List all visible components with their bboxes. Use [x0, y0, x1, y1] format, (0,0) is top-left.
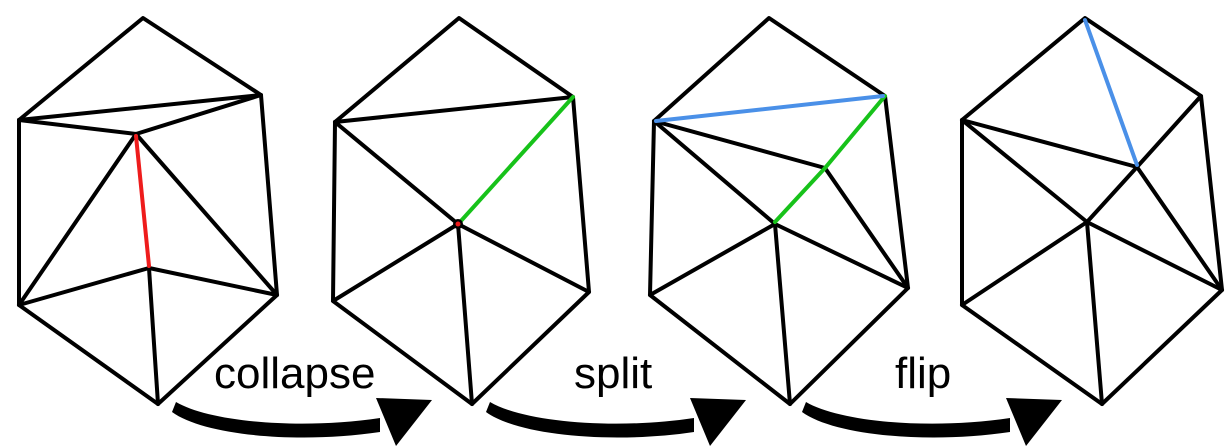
mesh-4-edge: [1135, 165, 1224, 292]
collapse-arrow-shaft: [172, 402, 380, 438]
mesh-3-edge: [652, 119, 827, 170]
mesh-3-boundary: [648, 16, 910, 406]
mesh-3-edge: [823, 166, 910, 290]
flip-arrow-head: [1006, 398, 1062, 446]
mesh-4-edge: [960, 118, 1139, 169]
mesh-2-boundary: [331, 16, 591, 406]
mesh-after-flip: [960, 16, 1224, 406]
mesh-3-edge: [773, 222, 792, 406]
flipped-edge-highlight: [1083, 18, 1139, 167]
mesh-2-edge: [331, 222, 460, 303]
mesh-1-edge: [147, 266, 279, 297]
mesh-1-edge: [134, 132, 279, 297]
mesh-4-edge: [1085, 165, 1139, 224]
mesh-2-edge: [333, 120, 460, 226]
mesh-1-edge: [17, 266, 151, 307]
mesh-3-edge: [773, 222, 910, 290]
mesh-after-split: [648, 16, 910, 406]
mesh-1-edge: [17, 93, 263, 122]
mesh-4-edge: [960, 118, 1089, 224]
mesh-before-collapse: [17, 16, 279, 406]
split-edge-upper-half: [823, 94, 887, 170]
mesh-4-edge: [1085, 220, 1104, 406]
mesh-4-edge: [960, 220, 1089, 307]
mesh-4-edge: [1085, 220, 1224, 292]
split-arrow-shaft: [486, 402, 694, 438]
collapse-edge-highlight: [134, 134, 151, 268]
mesh-1-edge: [17, 132, 138, 307]
mesh-2-edge: [333, 95, 575, 124]
collapse-arrow-head: [376, 398, 432, 446]
mesh-3-edge: [648, 222, 777, 297]
mesh-1-edge: [17, 118, 138, 136]
flip-edge-highlight: [654, 94, 885, 123]
flip-arrow-shaft: [802, 402, 1010, 438]
mesh-4-boundary: [960, 16, 1224, 406]
split-arrow-head: [690, 398, 746, 446]
mesh-1-edge: [134, 93, 263, 136]
collapse-arrow: [172, 398, 432, 446]
mesh-1-edge: [147, 266, 160, 406]
mesh-2-edge: [456, 222, 591, 294]
mesh-3-edge: [652, 119, 777, 226]
mesh-2-edge: [456, 222, 474, 406]
split-edge-lower-half: [773, 166, 827, 224]
collapsed-vertex-dot: [455, 221, 461, 227]
collapse-label: collapse: [214, 349, 375, 398]
mesh-1-boundary: [17, 16, 279, 406]
split-arrow: [486, 398, 746, 446]
mesh-after-collapse: [331, 16, 591, 406]
split-label: split: [574, 349, 652, 398]
split-edge-highlight: [458, 95, 575, 224]
flip-arrow: [802, 398, 1062, 446]
mesh-4-edge: [1135, 94, 1203, 169]
flip-label: flip: [895, 349, 951, 398]
